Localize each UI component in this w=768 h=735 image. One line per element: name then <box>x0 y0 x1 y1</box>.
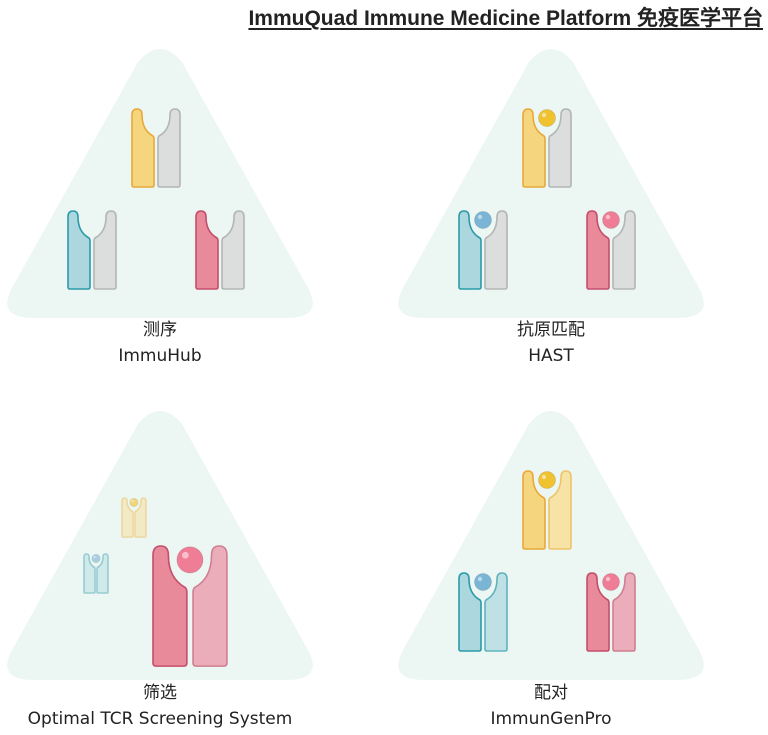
alpha-chain <box>586 210 610 290</box>
alpha-chain <box>152 545 188 667</box>
alpha-chain <box>522 470 546 550</box>
alpha-chain <box>121 497 134 538</box>
panel-cn-label: 配对 <box>534 683 568 703</box>
panel-cn-label: 抗原匹配 <box>517 320 585 340</box>
alpha-chain <box>195 210 219 290</box>
alpha-chain <box>458 572 482 652</box>
page-title: ImmuQuad Immune Medicine Platform 免疫医学平台 <box>248 7 763 30</box>
panel-en-label: Optimal TCR Screening System <box>27 709 293 729</box>
beta-chain <box>484 572 508 652</box>
receptor-yellow-bound <box>522 108 572 188</box>
receptor-teal-small <box>83 553 109 594</box>
panel-en-label: ImmuHub <box>118 346 202 366</box>
antigen-highlight <box>477 214 483 220</box>
alpha-chain <box>131 108 155 188</box>
alpha-chain <box>522 108 546 188</box>
receptor-pink-bound <box>586 210 636 290</box>
antigen-ball-icon <box>474 211 492 229</box>
panel-en-label: ImmunGenPro <box>490 709 612 729</box>
receptor-pink <box>195 210 245 290</box>
panel-label-sequencing: 测序 ImmuHub <box>0 317 340 369</box>
receptor-pink-selected <box>152 545 228 667</box>
beta-chain <box>612 210 636 290</box>
panel-label-pairing: 配对 ImmunGenPro <box>371 680 731 732</box>
antigen-ball-icon <box>474 573 492 591</box>
antigen-highlight <box>477 576 483 582</box>
antigen-highlight <box>181 551 189 559</box>
panel-en-label: HAST <box>528 346 574 366</box>
antigen-ball-icon <box>602 573 620 591</box>
receptor-yellow <box>131 108 181 188</box>
antigen-ball-icon <box>538 471 556 489</box>
beta-chain <box>221 210 245 290</box>
antigen-ball-icon <box>602 211 620 229</box>
beta-chain <box>484 210 508 290</box>
receptor-yellow-small <box>121 497 147 538</box>
alpha-chain <box>67 210 91 290</box>
receptor-teal-paired <box>458 572 508 652</box>
receptor-pink-paired <box>586 572 636 652</box>
beta-chain <box>612 572 636 652</box>
panel-cn-label: 筛选 <box>143 683 177 703</box>
antigen-highlight <box>605 214 611 220</box>
receptor-teal <box>67 210 117 290</box>
panel-cn-label: 测序 <box>143 320 177 340</box>
beta-chain <box>157 108 181 188</box>
antigen-highlight <box>541 474 547 480</box>
antigen-ball-icon <box>176 546 204 574</box>
receptor-yellow-paired <box>522 470 572 550</box>
alpha-chain <box>586 572 610 652</box>
alpha-chain <box>458 210 482 290</box>
antigen-highlight <box>541 112 547 118</box>
beta-chain <box>96 553 109 594</box>
beta-chain <box>93 210 117 290</box>
antigen-highlight <box>131 499 134 503</box>
antigen-ball-icon <box>129 497 139 508</box>
panel-label-antigen-matching: 抗原匹配 HAST <box>371 317 731 369</box>
beta-chain <box>134 497 147 538</box>
alpha-chain <box>83 553 96 594</box>
antigen-ball-icon <box>91 553 101 564</box>
beta-chain <box>548 108 572 188</box>
beta-chain <box>192 545 228 667</box>
beta-chain <box>548 470 572 550</box>
receptor-teal-bound <box>458 210 508 290</box>
antigen-ball-icon <box>538 109 556 127</box>
antigen-highlight <box>605 576 611 582</box>
panel-label-screening: 筛选 Optimal TCR Screening System <box>0 680 340 732</box>
antigen-highlight <box>93 555 96 559</box>
